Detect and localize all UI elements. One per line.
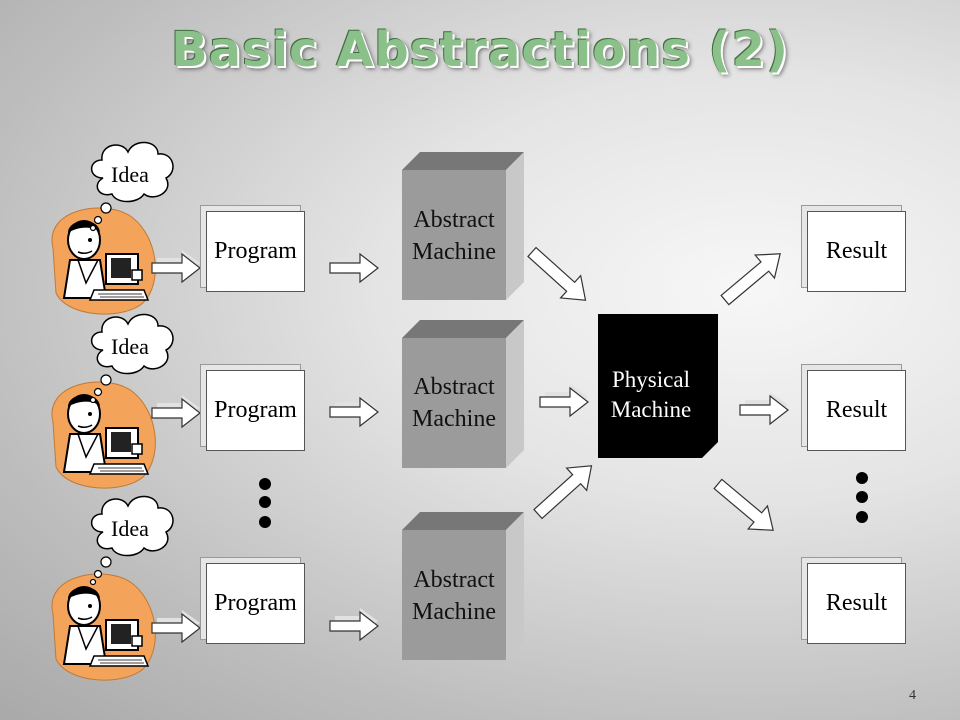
arrow-to-physical-machine [521, 240, 597, 312]
physical-machine-label-line1: Physical [612, 367, 690, 392]
result-box: Result [807, 211, 906, 292]
physical-machine-label-line2: Machine [610, 397, 692, 422]
arrow-to-result [714, 241, 791, 313]
physical-machine-block [598, 314, 718, 458]
arrow-to-abstract-machine [329, 607, 379, 641]
person-at-computer-icon [50, 381, 157, 490]
idea-label: Idea [111, 516, 149, 541]
program-box: Program [206, 370, 305, 451]
abstract-machine-block [402, 320, 524, 468]
arrow-to-program [151, 249, 201, 283]
arrow-to-physical-machine [539, 383, 589, 417]
program-box: Program [206, 211, 305, 292]
result-box: Result [807, 370, 906, 451]
idea-label: Idea [111, 334, 149, 359]
physical-machine-label: Physical Machine [596, 365, 706, 425]
arrow-to-program [151, 394, 201, 428]
abstract-machine-block [402, 512, 524, 660]
slide-title: Basic Abstractions (2) [171, 22, 789, 78]
arrow-to-program [151, 609, 201, 643]
person-at-computer-icon [50, 573, 157, 682]
arrow-to-result [739, 391, 789, 425]
page-number: 4 [909, 688, 916, 703]
ellipsis-dots-icon [856, 472, 868, 523]
result-box: Result [807, 563, 906, 644]
abstract-machine-block [402, 152, 524, 300]
ellipsis-dots-icon [259, 478, 271, 528]
idea-label: Idea [111, 162, 149, 187]
arrow-to-result [707, 471, 784, 543]
arrow-to-physical-machine [527, 454, 603, 526]
program-box: Program [206, 563, 305, 644]
arrow-to-abstract-machine [329, 393, 379, 427]
person-at-computer-icon [50, 207, 157, 316]
arrow-to-abstract-machine [329, 249, 379, 283]
